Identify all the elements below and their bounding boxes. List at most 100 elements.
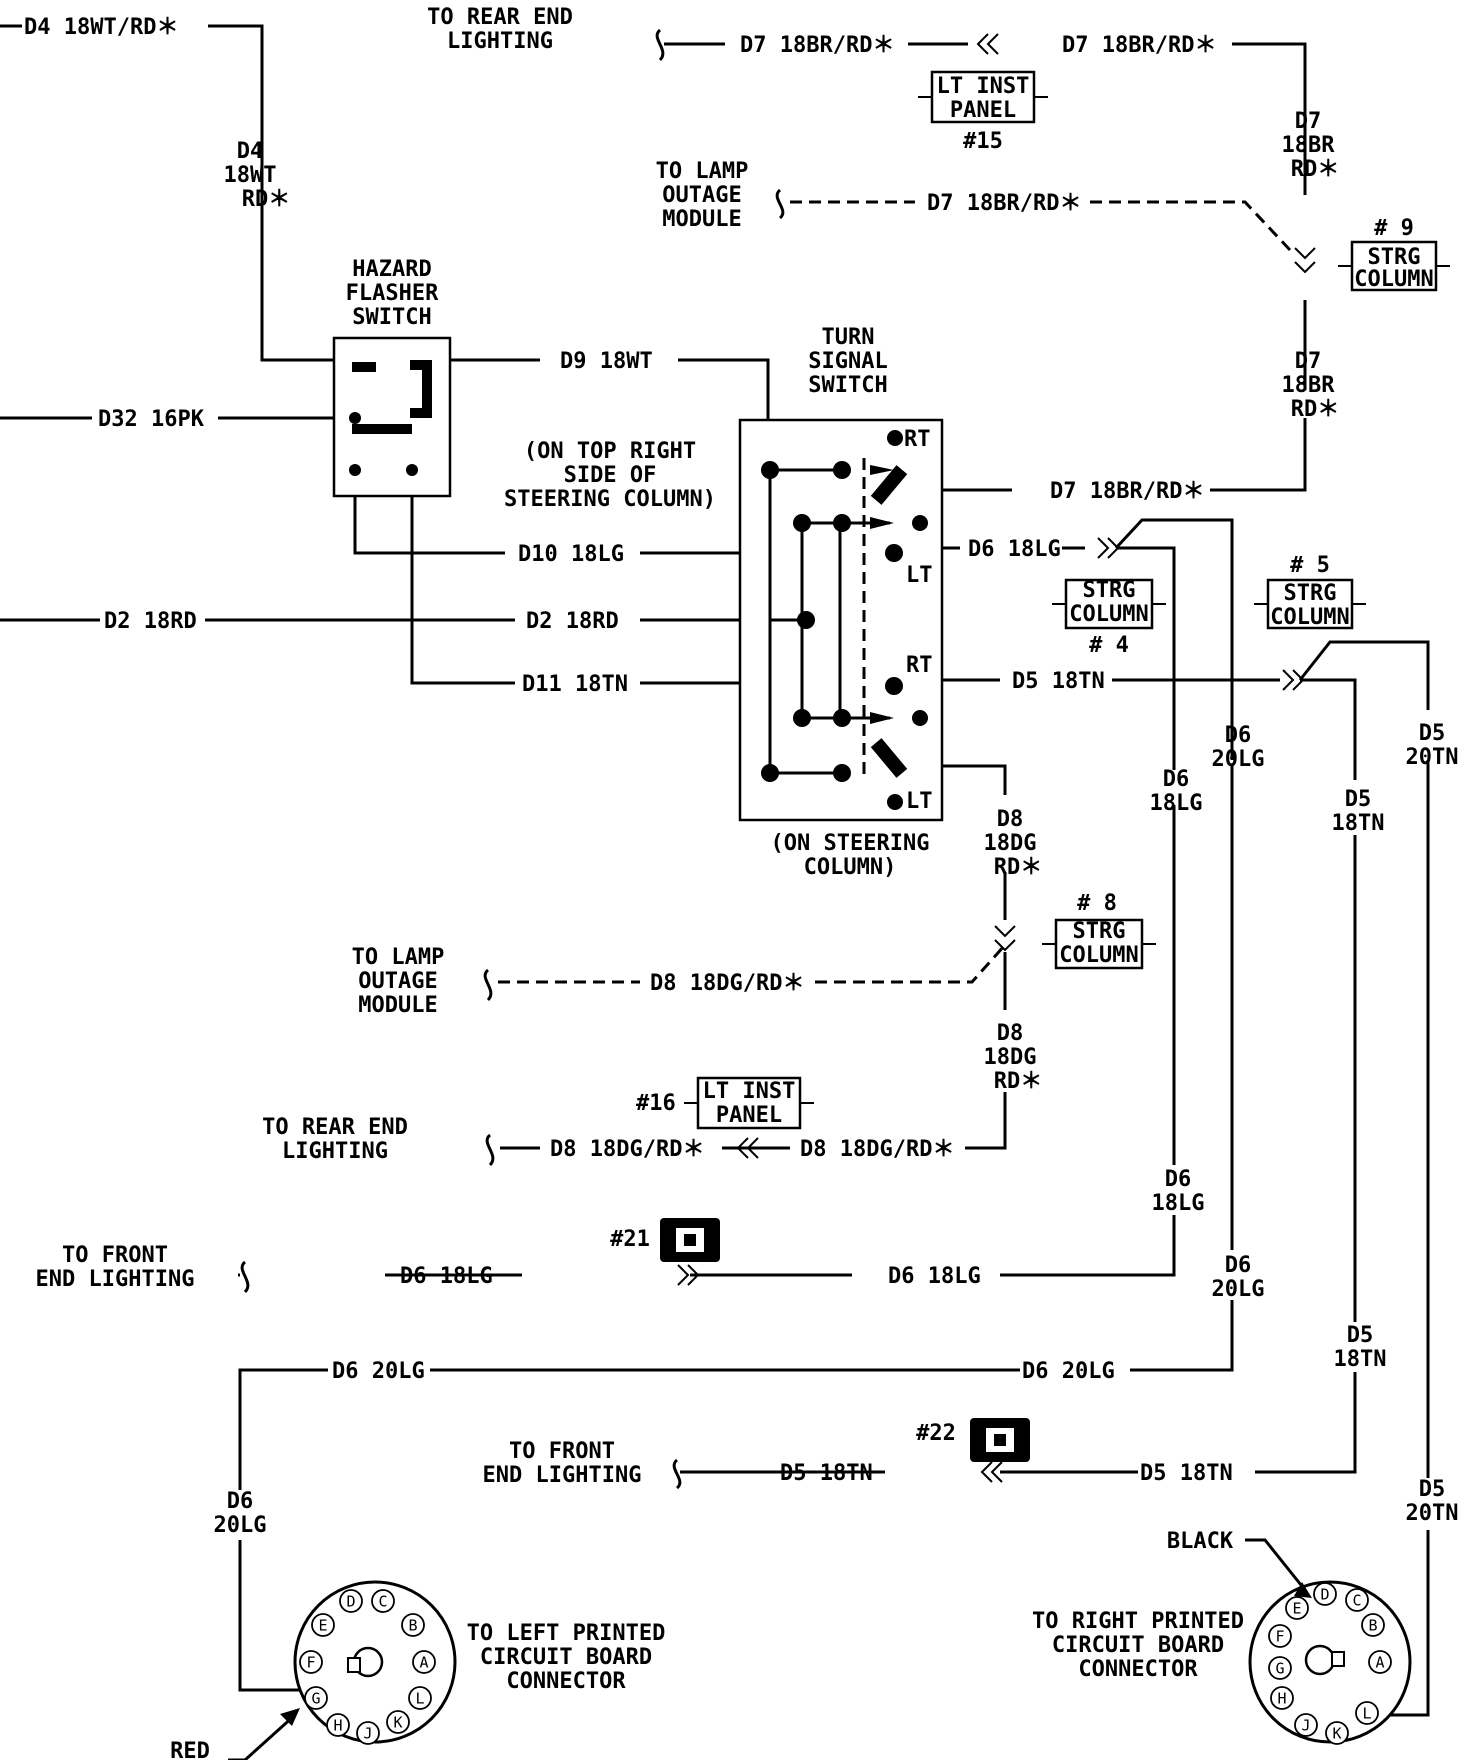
strg-9-num: # 9 xyxy=(1374,216,1414,241)
wire-label-d6-vd2: 20LG xyxy=(1212,1277,1265,1302)
strg-8-text-2: COLUMN xyxy=(1059,943,1138,968)
lt-inst-15-text-2: PANEL xyxy=(950,98,1016,123)
pin-k-right: K xyxy=(1332,1725,1341,1743)
pin-l-left: L xyxy=(415,1690,424,1708)
pin-f-right: F xyxy=(1275,1628,1284,1646)
wire-label-d5-vb2: 20TN xyxy=(1406,745,1459,770)
label-left-pcb-3: CONNECTOR xyxy=(506,1669,626,1694)
wire-label-d6-vb2: 18LG xyxy=(1150,791,1203,816)
wire-label-d6-va2: 20LG xyxy=(1212,747,1265,772)
pin-a-left: A xyxy=(419,1654,428,1672)
wire-label-d2-left: D2 18RD xyxy=(104,609,197,634)
wire-label-d11: D11 18TN xyxy=(522,672,628,697)
wire-label-d8-vl2: 18DG xyxy=(984,1045,1037,1070)
wire-label-d7-vu3: RD＊ xyxy=(1291,157,1340,182)
lt-inst-16-text-2: PANEL xyxy=(716,1103,782,1128)
wire-label-d5-vc1: D5 xyxy=(1347,1323,1374,1348)
wire-label-d7-vl3: RD＊ xyxy=(1291,397,1340,422)
wire-label-d6-20-right: D6 20LG xyxy=(1022,1359,1115,1384)
wire-label-d7-top-left: D7 18BR/RD＊ xyxy=(740,33,894,58)
wire-label-d6-front-left: D6 18LG xyxy=(400,1264,493,1289)
wire-label-d5-va1: D5 xyxy=(1345,787,1372,812)
wire-label-d5-front-right: D5 18TN xyxy=(1140,1461,1233,1486)
label-hazard-3: SWITCH xyxy=(352,305,431,330)
wire-label-d6-va1: D6 xyxy=(1225,723,1252,748)
label-lamp-outage-top-1: TO LAMP xyxy=(656,159,749,184)
wire-label-d8-outage: D8 18DG/RD＊ xyxy=(650,971,804,996)
wire-label-d6-vb1: D6 xyxy=(1163,767,1190,792)
wire-label-d4-v1: D4 xyxy=(237,139,264,164)
strg-8-text-1: STRG xyxy=(1073,919,1126,944)
pin-f-left: F xyxy=(306,1654,315,1672)
switch-rt-bottom: RT xyxy=(906,653,933,678)
lt-inst-panel-15-box xyxy=(930,70,1036,124)
strg-4-text-1: STRG xyxy=(1083,578,1136,603)
wire-label-d6-ve2: 20LG xyxy=(214,1513,267,1538)
wire-label-d2-mid: D2 18RD xyxy=(526,609,619,634)
pin-g-right: G xyxy=(1275,1660,1284,1678)
wire-label-d8-vu2: 18DG xyxy=(984,831,1037,856)
pin-g-left: G xyxy=(311,1690,320,1708)
wire-label-d9: D9 18WT xyxy=(560,349,653,374)
label-lamp-outage-top-2: OUTAGE xyxy=(662,183,741,208)
lt-inst-15-num: #15 xyxy=(963,129,1003,154)
label-front-right-1: TO FRONT xyxy=(509,1439,615,1464)
splice-22-label: #22 xyxy=(916,1421,956,1446)
wire-label-d7-switch: D7 18BR/RD＊ xyxy=(1050,479,1204,504)
label-on-steering-1: (ON STEERING xyxy=(771,831,930,856)
label-hazard-1: HAZARD xyxy=(352,257,431,282)
lt-inst-16-text-1: LT INST xyxy=(703,1079,796,1104)
wire-label-d8-rear-right: D8 18DG/RD＊ xyxy=(800,1137,954,1162)
pin-e-left: E xyxy=(318,1617,327,1635)
wire-label-d5-vd1: D5 xyxy=(1419,1477,1446,1502)
strg-4-num: # 4 xyxy=(1089,633,1129,658)
wire-label-d6-vd1: D6 xyxy=(1225,1253,1252,1278)
label-left-pcb-2: CIRCUIT BOARD xyxy=(480,1645,652,1670)
wire-label-d6-switch: D6 18LG xyxy=(968,537,1061,562)
strg-5-text-2: COLUMN xyxy=(1270,605,1349,630)
pin-h-right: H xyxy=(1277,1690,1286,1708)
wire-label-d5-va2: 18TN xyxy=(1332,811,1385,836)
label-lamp-outage-mid-2: OUTAGE xyxy=(358,969,437,994)
pin-d-left: D xyxy=(346,1593,355,1611)
label-front-left-2: END LIGHTING xyxy=(36,1267,195,1292)
pin-a-right: A xyxy=(1375,1654,1384,1672)
wire-label-d4-v3: RD＊ xyxy=(242,187,291,212)
lt-inst-15-text-1: LT INST xyxy=(937,74,1030,99)
label-hazard-2: FLASHER xyxy=(346,281,439,306)
wire-label-d6-20-left: D6 20LG xyxy=(332,1359,425,1384)
splice-21-label: #21 xyxy=(610,1227,650,1252)
wire-label-d8-vu1: D8 xyxy=(997,807,1024,832)
label-turn-3: SWITCH xyxy=(808,373,887,398)
label-lamp-outage-mid-1: TO LAMP xyxy=(352,945,445,970)
wire-label-d4-top: D4 18WT/RD＊ xyxy=(24,15,178,40)
pin-c-right: C xyxy=(1352,1592,1361,1610)
strg-5-num: # 5 xyxy=(1290,553,1330,578)
wire-label-d7-top-right: D7 18BR/RD＊ xyxy=(1062,33,1216,58)
pin-k-left: K xyxy=(393,1714,402,1732)
label-right-pcb-3: CONNECTOR xyxy=(1078,1657,1198,1682)
wire-label-d6-vc2: 18LG xyxy=(1152,1191,1205,1216)
label-rear-end-top-2: LIGHTING xyxy=(447,29,553,54)
wire-label-d7-vu1: D7 xyxy=(1295,109,1322,134)
wire-label-d32: D32 16PK xyxy=(98,407,205,432)
strg-9-text-2: COLUMN xyxy=(1354,267,1433,292)
pin-j-left: J xyxy=(363,1725,372,1743)
lt-inst-panel-16-box xyxy=(696,1076,802,1130)
switch-lt-bottom: LT xyxy=(906,789,933,814)
pin-b-right: B xyxy=(1368,1617,1377,1635)
label-turn-1: TURN xyxy=(822,325,875,350)
label-top-right-2: SIDE OF xyxy=(564,463,657,488)
strg-8-num: # 8 xyxy=(1077,891,1117,916)
strg-5-text-1: STRG xyxy=(1284,581,1337,606)
label-right-pcb-1: TO RIGHT PRINTED xyxy=(1032,1609,1244,1634)
wire-label-d8-vl1: D8 xyxy=(997,1021,1024,1046)
label-rear-end-top-1: TO REAR END xyxy=(427,5,573,30)
wire-label-d10: D10 18LG xyxy=(518,542,624,567)
label-top-right-1: (ON TOP RIGHT xyxy=(524,439,696,464)
pin-j-right: J xyxy=(1301,1717,1310,1735)
wire-label-d5-switch: D5 18TN xyxy=(1012,669,1105,694)
label-left-pcb-1: TO LEFT PRINTED xyxy=(467,1621,666,1646)
label-rear-end-mid-2: LIGHTING xyxy=(282,1139,388,1164)
